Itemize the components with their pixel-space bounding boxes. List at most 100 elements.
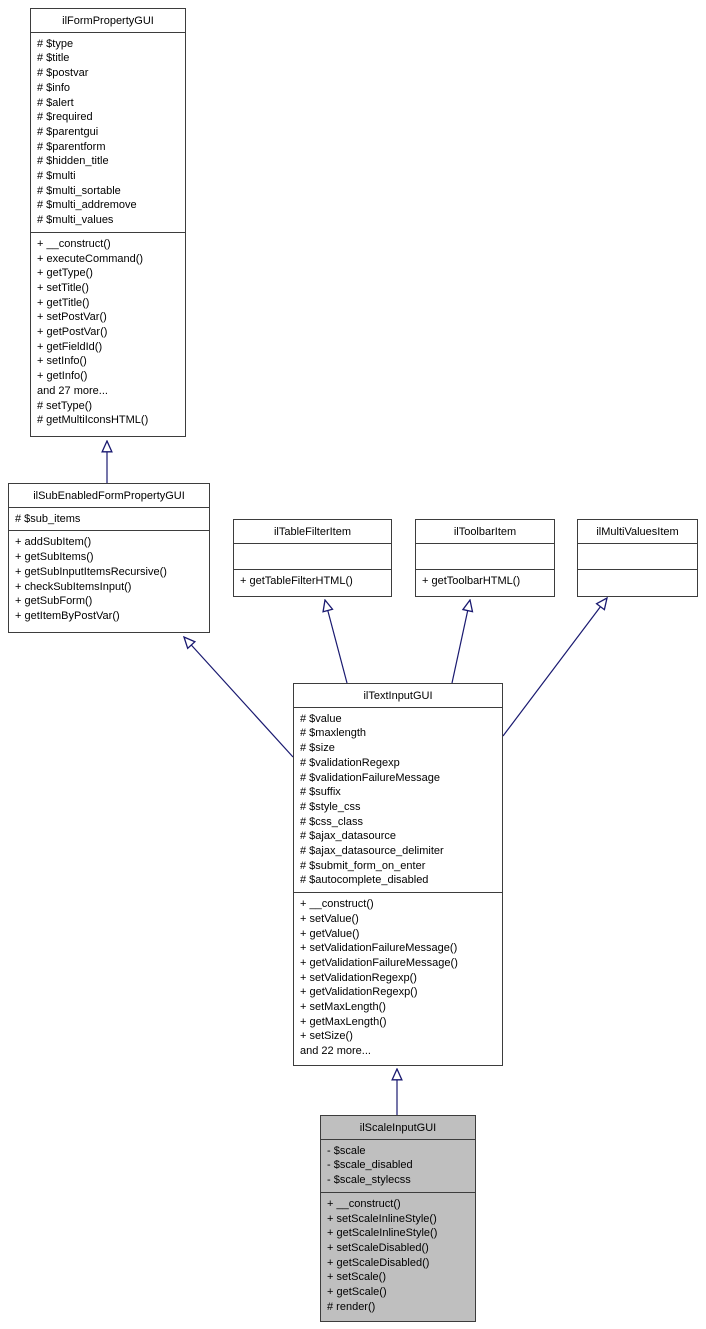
member-row: # $ajax_datasource (300, 830, 397, 843)
member-row: # setType() (37, 399, 93, 412)
member-row: # $multi_sortable (37, 184, 121, 197)
member-row: + getSubItems() (15, 551, 94, 564)
member-row: - $scale_disabled (327, 1159, 413, 1172)
inheritance-arrow-textinput-to-tablefilter (325, 600, 348, 684)
member-row: # $multi_values (37, 214, 114, 227)
class-node-ilMultiValuesItem[interactable]: ilMultiValuesItem (577, 519, 698, 597)
member-row: + setScaleInlineStyle() (327, 1212, 437, 1225)
member-row: + __construct() (327, 1197, 401, 1210)
member-row: # getMultiIconsHTML() (37, 414, 149, 427)
member-row: + setScale() (327, 1271, 386, 1284)
class-methods: + getToolbarHTML() (416, 570, 554, 596)
member-row: + getSubInputItemsRecursive() (15, 565, 167, 578)
member-row: # $maxlength (300, 727, 367, 740)
member-row: + getValidationFailureMessage() (300, 956, 458, 969)
member-row: + getItemByPostVar() (15, 609, 120, 622)
member-row: # $css_class (300, 815, 363, 828)
class-methods: + __construct() + executeCommand() + getTy… (31, 233, 185, 436)
member-row: + __construct() (300, 898, 374, 911)
member-row: # $info (37, 81, 71, 94)
member-row: - $scale_stylecss (327, 1174, 411, 1187)
member-row: + addSubItem() (15, 536, 92, 549)
class-title: ilTextInputGUI (294, 684, 502, 708)
member-row: # $validationRegexp (300, 756, 400, 769)
member-row: + setScaleDisabled() (327, 1241, 429, 1254)
member-row: + executeCommand() (37, 252, 144, 265)
member-row: + getPostVar() (37, 326, 108, 339)
class-attributes (578, 544, 697, 571)
member-row: + getTitle() (37, 296, 90, 309)
member-row: + getMaxLength() (300, 1015, 387, 1028)
member-row: + getScaleInlineStyle() (327, 1227, 438, 1240)
class-title: ilTableFilterItem (234, 520, 391, 544)
member-row: + getTableFilterHTML() (240, 575, 353, 588)
inheritance-arrow-textinput-to-toolbar (451, 600, 470, 684)
member-row: + setSize() (300, 1030, 353, 1043)
class-attributes: - $scale - $scale_disabled - $scale_stylec… (321, 1140, 475, 1193)
member-row: # $validationFailureMessage (300, 771, 441, 784)
class-methods: + getTableFilterHTML() (234, 570, 391, 596)
member-row: # $hidden_title (37, 155, 109, 168)
member-row: # $required (37, 111, 93, 124)
class-methods: + addSubItem() + getSubItems()+ getSubInp… (9, 531, 209, 632)
class-methods (578, 570, 697, 596)
class-title: ilFormPropertyGUI (31, 9, 185, 33)
member-row: # $multi (37, 170, 76, 183)
member-row: # $ajax_datasource_delimiter (300, 845, 444, 858)
member-row: + getScale() (327, 1286, 387, 1299)
class-attributes: # $type # $title # $postvar# $info # $alert… (31, 33, 185, 233)
member-row: # $suffix (300, 786, 341, 799)
class-attributes: # $value# $maxlength# $size# $validation… (294, 708, 502, 894)
class-attributes (416, 544, 554, 571)
member-row: # $size (300, 742, 335, 755)
member-row: # $type (37, 37, 74, 50)
member-row: # $value (300, 712, 342, 725)
member-row: + checkSubItemsInput() (15, 580, 132, 593)
member-row: # $multi_addremove (37, 199, 137, 212)
member-row: + getScaleDisabled() (327, 1256, 430, 1269)
member-row: # $parentgui (37, 125, 99, 138)
class-title: ilScaleInputGUI (321, 1116, 475, 1140)
member-row: # $autocomplete_disabled (300, 874, 429, 887)
class-node-ilTableFilterItem[interactable]: ilTableFilterItem + getTableFilterHTML() (233, 519, 392, 597)
class-title: ilMultiValuesItem (578, 520, 697, 544)
class-title: ilSubEnabledFormPropertyGUI (9, 484, 209, 508)
member-row: + __construct() (37, 237, 111, 250)
member-row: and 22 more... (300, 1045, 371, 1058)
member-row: # render() (327, 1300, 376, 1313)
inheritance-arrow-textinput-to-subenabled (184, 637, 294, 758)
class-node-ilTextInputGUI[interactable]: ilTextInputGUI # $value # $maxlength # $si… (293, 683, 503, 1066)
class-methods: + __construct() + setScaleInlineStyle() + … (321, 1193, 475, 1321)
member-row: + getToolbarHTML() (422, 575, 521, 588)
member-row: # $title (37, 52, 70, 65)
member-row: + setValue() (300, 912, 359, 925)
member-row: # $submit_form_on_enter (300, 859, 426, 872)
class-attributes (234, 544, 391, 571)
member-row: + setMaxLength() (300, 1001, 386, 1014)
member-row: + getType() (37, 267, 93, 280)
inheritance-arrow-textinput-to-multivalues (502, 598, 607, 737)
member-row: # $style_css (300, 800, 361, 813)
member-row: + getValue() (300, 927, 360, 940)
member-row: and 27 more... (37, 384, 108, 397)
member-row: - $scale (327, 1144, 366, 1157)
member-row: + getInfo() (37, 370, 88, 383)
member-row: + getValidationRegexp() (300, 986, 418, 999)
member-row: + setValidationFailureMessage() (300, 942, 458, 955)
member-row: + setPostVar() (37, 311, 107, 324)
member-row: + getFieldId() (37, 340, 103, 353)
member-row: # $alert (37, 96, 74, 109)
member-row: + setTitle() (37, 281, 89, 294)
class-methods: + __construct()+ setValue() + getValue() +… (294, 893, 502, 1065)
class-attributes: # $sub_items (9, 508, 209, 532)
member-row: # $sub_items (15, 512, 81, 525)
member-row: # $postvar (37, 67, 89, 80)
member-row: + setInfo() (37, 355, 87, 368)
class-node-ilSubEnabledFormPropertyGUI[interactable]: ilSubEnabledFormPropertyGUI # $sub_items… (8, 483, 210, 633)
class-node-ilScaleInputGUI[interactable]: ilScaleInputGUI - $scale - $scale_disable… (320, 1115, 476, 1322)
class-node-ilFormPropertyGUI[interactable]: ilFormPropertyGUI # $type # $title # $post… (30, 8, 186, 437)
member-row: + setValidationRegexp() (300, 971, 417, 984)
class-node-ilToolbarItem[interactable]: ilToolbarItem + getToolbarHTML() (415, 519, 555, 597)
member-row: + getSubForm() (15, 595, 93, 608)
